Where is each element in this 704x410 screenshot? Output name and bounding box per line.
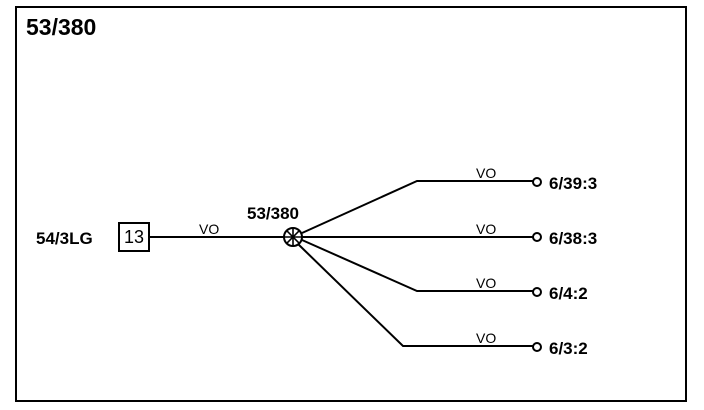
splice-crossed-circle-icon <box>283 227 303 247</box>
diagram-title: 53/380 <box>26 14 97 40</box>
branch-wire-color-label-3: VO <box>476 275 497 291</box>
terminal-circle-icon <box>532 177 542 187</box>
terminal-circle-icon <box>532 232 542 242</box>
diagram-frame <box>15 6 687 402</box>
terminal-circle-icon <box>532 287 542 297</box>
branch-wire-3 <box>301 239 533 292</box>
destination-label-4: 6/3:2 <box>549 339 588 358</box>
destination-label-2: 6/38:3 <box>549 229 598 248</box>
input-wire-color-label: VO <box>199 221 220 237</box>
splice-label: 53/380 <box>247 204 299 223</box>
branch-wire-1 <box>301 180 533 234</box>
terminal-circle-icon <box>532 342 542 352</box>
source-connector-label: 54/3LG <box>36 229 93 248</box>
branch-wire-color-label-2: VO <box>476 221 497 237</box>
branch-wire-4 <box>297 243 533 347</box>
connector-pin-box: 13 <box>118 222 150 252</box>
branch-wire-color-label-1: VO <box>476 165 497 181</box>
branch-wire-color-label-4: VO <box>476 330 497 346</box>
destination-label-1: 6/39:3 <box>549 174 598 193</box>
destination-label-3: 6/4:2 <box>549 284 588 303</box>
